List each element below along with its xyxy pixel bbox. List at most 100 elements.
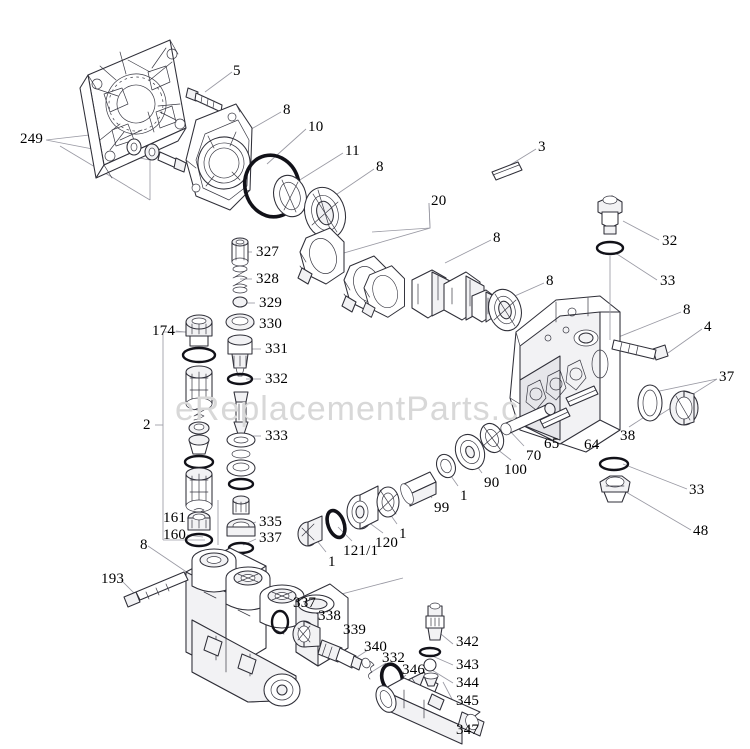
callout-90: 90 [484,475,500,491]
bearing-cover-8 [185,103,253,211]
rod-64 [565,385,599,407]
spring-328 [232,265,248,294]
manifold-block [185,547,349,707]
callout-33-top: 33 [660,273,676,289]
pin-65 [539,407,571,429]
ball-344 [423,658,437,672]
part-161 [187,511,211,531]
callout-338: 338 [318,608,342,624]
callout-193: 193 [101,571,125,587]
crankshaft [411,269,499,323]
callout-160: 160 [163,527,187,543]
callout-8-b: 8 [376,159,384,175]
callout-337-b: 337 [293,595,317,611]
callout-33-bottom: 33 [689,482,705,498]
valve-342 [425,602,445,641]
oring-174 [181,346,217,364]
oring-33-bottom [598,456,630,472]
callout-344: 344 [456,675,480,691]
oring-160 [184,532,214,548]
callout-330: 330 [259,316,283,332]
callout-1-b: 1 [399,526,407,542]
callout-332-b: 332 [382,650,406,666]
oring-33-top [595,240,625,256]
cap-37 [669,390,699,426]
body-347 [375,677,485,745]
oring-337b [270,609,290,635]
callout-2: 2 [143,417,151,433]
valve-331 [227,334,253,377]
callout-8-f: 8 [140,537,148,553]
ring-1c [435,453,457,479]
bearing-100 [479,422,505,454]
callout-331: 331 [265,341,289,357]
callout-121-1: 121/1 [343,543,379,559]
callout-347: 347 [456,722,480,738]
callout-1-a: 1 [328,554,336,570]
fitting-338 [292,620,321,648]
oring-343 [418,646,442,658]
callout-328: 328 [256,271,280,287]
callout-120: 120 [375,535,399,551]
callout-340: 340 [364,639,388,655]
cylinder-2 [225,566,271,611]
callout-48: 48 [693,523,709,539]
bolt-4 [611,339,669,361]
callout-174: 174 [152,323,176,339]
valve-stack-left [181,314,217,548]
callout-8-c: 8 [493,230,501,246]
fan-shroud-249 [79,39,187,179]
callout-327: 327 [256,244,280,260]
callout-37: 37 [719,369,735,385]
sleeve-90 [454,433,486,471]
callout-8-d: 8 [546,273,554,289]
cup-120 [346,485,379,530]
washer-set-249 [126,138,187,173]
spring-340 [361,657,375,680]
boss-a [203,635,223,657]
valve-stack-right [225,237,256,555]
part-329 [232,296,248,308]
cap-174 [185,314,213,347]
cartridge-upper [185,365,213,411]
callout-329: 329 [259,295,283,311]
callout-345: 345 [456,693,480,709]
seat-345 [423,672,439,687]
seal-11 [273,174,307,218]
oil-plug-32 [597,195,623,235]
cylinder-1 [191,548,237,593]
part-327 [231,237,249,267]
callout-8-e: 8 [683,302,691,318]
drain-plug-48 [599,475,631,503]
callout-343: 343 [456,657,480,673]
callout-161: 161 [163,510,187,526]
callout-5: 5 [233,63,241,79]
crankcase-body [509,295,621,453]
oring-332a [226,372,254,386]
woodruff-key-3 [491,161,523,181]
cartridge-lower [185,467,213,513]
bolt-193 [123,571,189,608]
callout-337-a: 337 [259,530,283,546]
bearing-8-right [488,288,522,332]
piston-99 [400,471,437,507]
callout-10: 10 [308,119,324,135]
boss-b [237,653,257,675]
conrod-caps-20 [297,227,405,318]
callout-100: 100 [504,462,528,478]
watermark-text: eReplacementParts.c [175,390,520,428]
bolt-249 [157,151,187,173]
seal-38 [637,384,663,422]
callout-70: 70 [526,448,542,464]
callout-11: 11 [345,143,360,159]
valve-assembly-333 [226,391,256,491]
callout-332-a: 332 [265,371,289,387]
callout-333: 333 [265,428,289,444]
callout-4: 4 [704,319,712,335]
callout-342: 342 [456,634,480,650]
bearing-8-left [303,186,347,240]
callout-335: 335 [259,514,283,530]
part-330 [225,313,255,331]
